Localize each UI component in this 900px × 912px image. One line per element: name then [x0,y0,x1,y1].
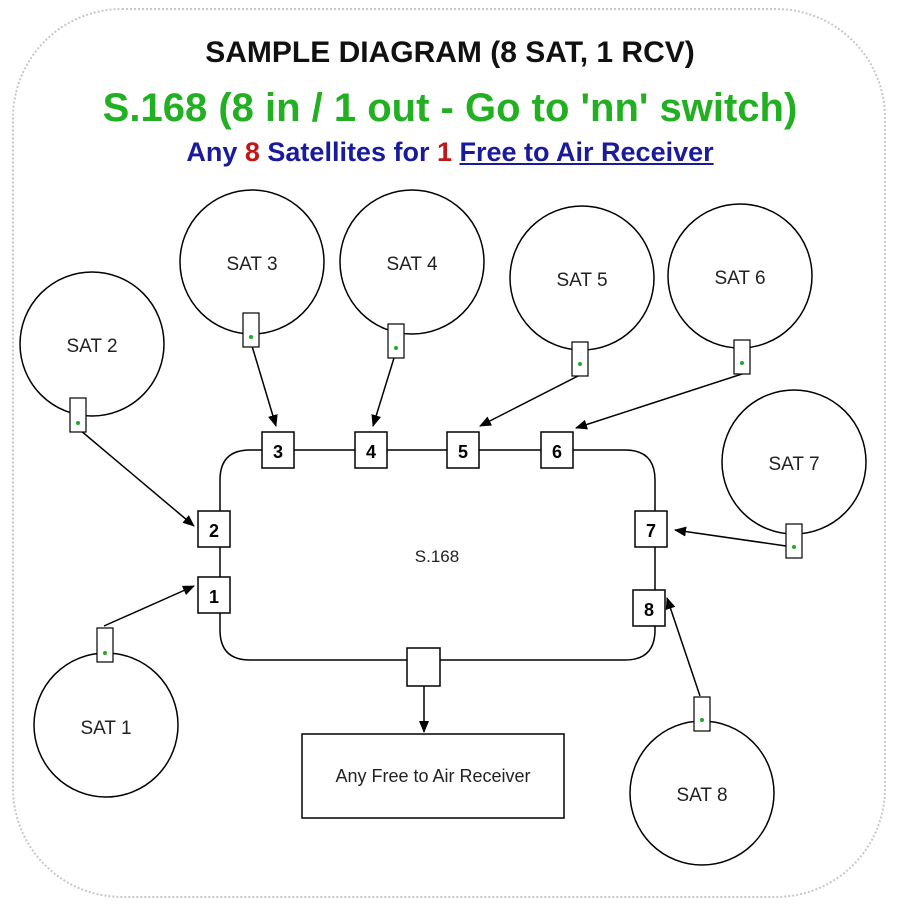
port-5: 5 [446,431,480,469]
port-2: 2 [197,510,231,548]
port-7-label: 7 [646,521,656,541]
sat-3: SAT 3 [179,189,325,335]
port-2-label: 2 [209,521,219,541]
sat-3-label: SAT 3 [226,254,277,275]
switch-label: S.168 [415,547,459,566]
caption-mid: Satellites for [259,137,437,167]
sat-8: SAT 8 [629,720,775,866]
arrow-sat1 [103,585,195,627]
sat-2: SAT 2 [19,271,165,417]
arrow-sat2 [79,429,195,527]
sat-8-label: SAT 8 [676,785,727,806]
port-6: 6 [540,431,574,469]
port-1-label: 1 [209,587,219,607]
port-5-label: 5 [458,442,468,462]
caption-prefix: Any [186,137,245,167]
arrow-sat4 [371,357,395,427]
lnb-sat7 [785,523,803,559]
sat-2-dish [19,271,165,417]
sat-4-label: SAT 4 [386,254,437,275]
switch-title: S.168 (8 in / 1 out - Go to 'nn' switch) [102,86,798,130]
caption: Any 8 Satellites for 1 Free to Air Recei… [0,137,900,168]
switch-loop [219,449,656,661]
lnb-sat1 [96,627,114,663]
arrow-sat7 [674,526,787,547]
sat-5-label: SAT 5 [556,270,607,291]
caption-sat-count: 8 [244,137,260,167]
port-8-label: 8 [644,600,654,620]
caption-receiver-count: 1 [436,137,452,167]
diagram-title: SAMPLE DIAGRAM (8 SAT, 1 RCV) [205,36,695,69]
arrow-sat5 [479,375,579,427]
lnb-sat3 [242,312,260,348]
port-6-label: 6 [552,442,562,462]
port-4: 4 [354,431,388,469]
port-1: 1 [197,576,231,614]
arrow-sat6 [575,373,743,430]
arrow-sat3 [251,345,278,427]
caption-receiver-link[interactable]: Free to Air Receiver [459,137,714,167]
sat-6-label: SAT 6 [714,268,765,289]
sat-7-label: SAT 7 [768,454,819,475]
sat-5: SAT 5 [509,205,655,351]
sat-2-label: SAT 2 [66,336,117,357]
sat-1-label: SAT 1 [80,718,131,739]
sat-6: SAT 6 [667,203,813,349]
lnb-sat2 [69,397,87,433]
output-port [406,647,441,687]
lnb-sat6 [733,339,751,375]
arrow-sat8 [665,597,701,697]
port-3: 3 [261,431,295,469]
sat-4-dish [339,189,485,335]
port-8: 8 [632,589,666,627]
port-4-label: 4 [366,442,376,462]
lnb-sat4 [387,323,405,359]
port-3-label: 3 [273,442,283,462]
lnb-sat8 [693,696,711,732]
sat-4: SAT 4 [339,189,485,335]
sat-1: SAT 1 [33,652,179,798]
port-7: 7 [634,510,668,548]
receiver-label: Any Free to Air Receiver [335,766,530,786]
sat-7: SAT 7 [721,389,867,535]
lnb-sat5 [571,341,589,377]
receiver-box: Any Free to Air Receiver [301,733,565,819]
rounded-frame [12,8,886,898]
